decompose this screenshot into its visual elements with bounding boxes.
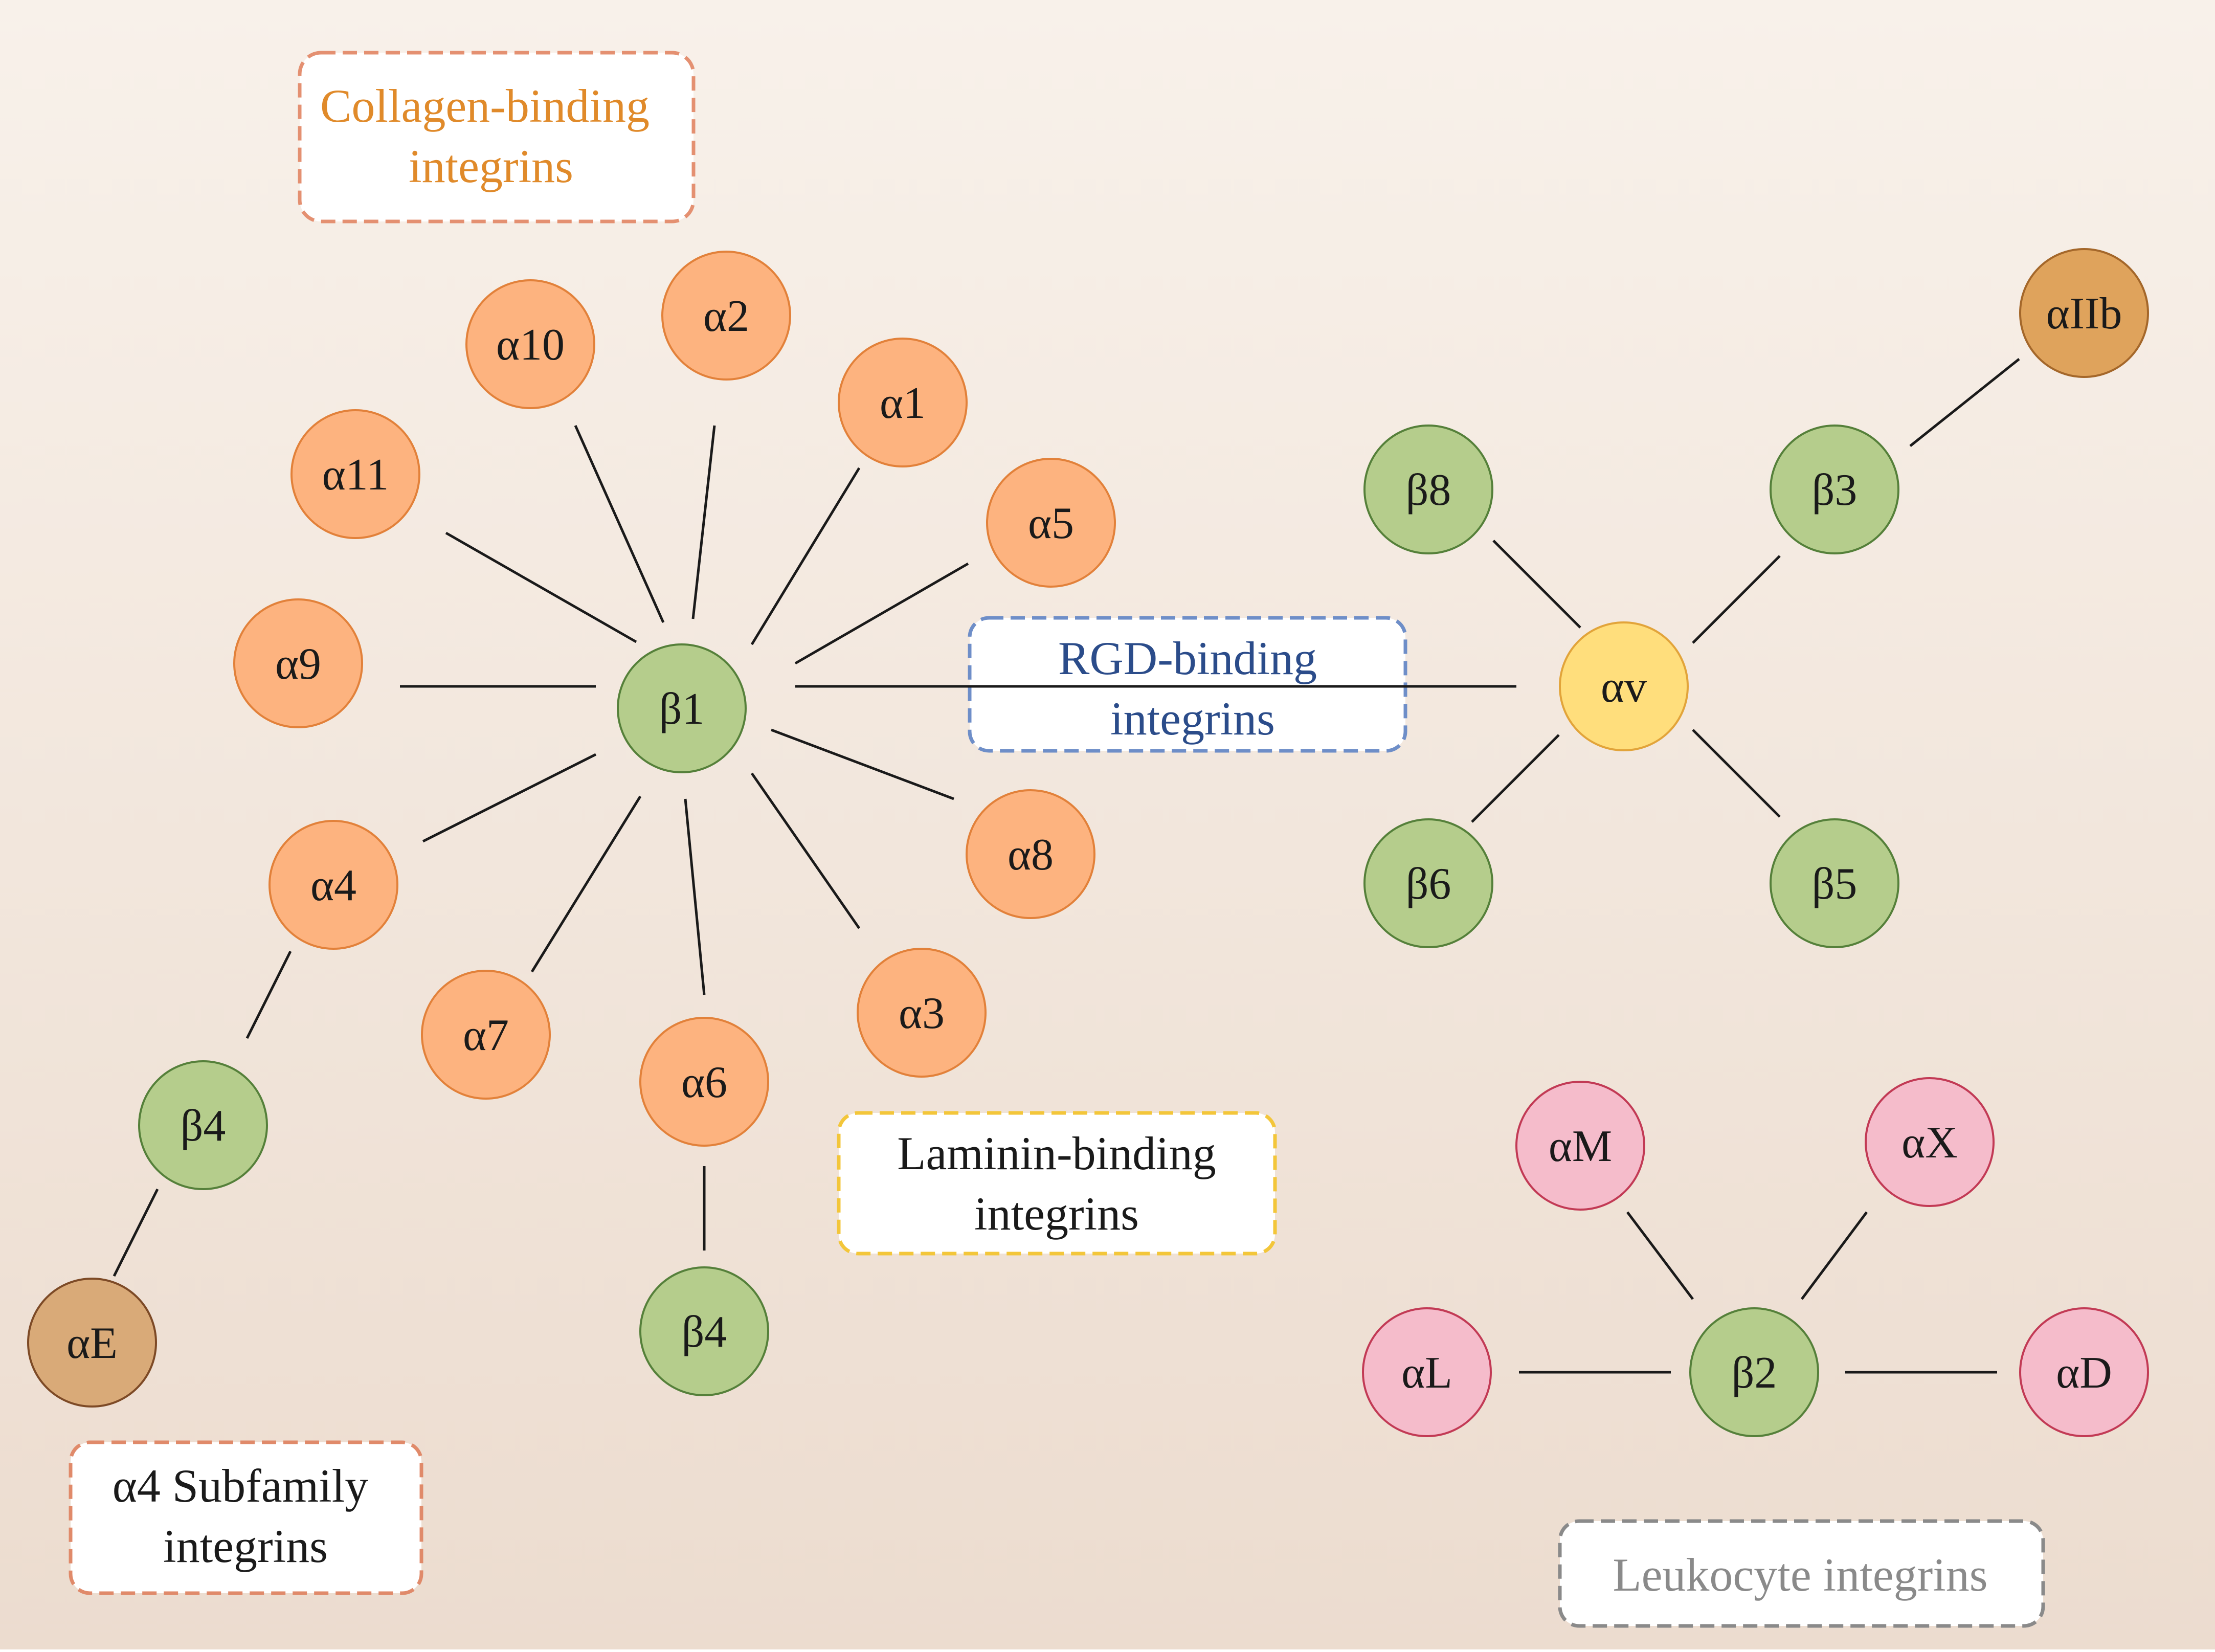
node-alphaL-label: αL <box>1401 1348 1452 1398</box>
alpha4-label-line2: integrins <box>163 1520 328 1572</box>
node-beta6: β6 <box>1363 818 1493 948</box>
collagen-label-line1: Collagen-binding <box>320 80 650 132</box>
node-alphaE-label: αE <box>66 1319 118 1368</box>
node-alpha1: α1 <box>838 338 968 467</box>
alpha4-label-line1: α4 Subfamily <box>113 1460 369 1512</box>
edge-b1-a2 <box>691 425 716 619</box>
edge-b2-aX <box>1800 1211 1868 1300</box>
edge-av-b8 <box>1492 540 1581 629</box>
node-beta6-label: β6 <box>1406 859 1451 909</box>
node-alpha2-label: α2 <box>703 292 749 341</box>
node-alpha5: α5 <box>986 458 1116 588</box>
edge-av-b3 <box>1692 555 1781 644</box>
edge-b1-a3 <box>750 772 861 929</box>
node-beta3: β3 <box>1770 425 1899 554</box>
node-alphaX: αX <box>1865 1077 1995 1207</box>
node-alpha4-label: α4 <box>310 861 356 910</box>
edge-b1-a8 <box>771 728 954 800</box>
edge-b1-a4 <box>422 753 597 843</box>
node-beta4-left-label: β4 <box>181 1101 226 1151</box>
laminin-binding-label: Laminin-binding integrins <box>837 1111 1277 1256</box>
node-alphaD: αD <box>2019 1307 2149 1437</box>
rgd-binding-label: RGD-binding integrins <box>968 616 1407 753</box>
node-alphaL: αL <box>1362 1307 1492 1437</box>
node-beta2-label: β2 <box>1732 1348 1777 1398</box>
node-alpha10: α10 <box>465 279 595 409</box>
edge-b1-a5 <box>794 562 969 665</box>
node-alphav-label: αv <box>1601 662 1647 712</box>
edge-b2-aM <box>1626 1211 1694 1300</box>
node-alpha10-label: α10 <box>496 320 565 370</box>
node-alpha4: α4 <box>269 820 398 950</box>
node-beta8: β8 <box>1363 425 1493 554</box>
laminin-label-line2: integrins <box>974 1188 1139 1240</box>
node-alphaX-label: αX <box>1901 1118 1958 1168</box>
collagen-label-line2: integrins <box>409 140 573 192</box>
node-beta4-mid-label: β4 <box>682 1307 727 1357</box>
node-alphaIIb: αIIb <box>2019 248 2149 378</box>
node-alpha5-label: α5 <box>1028 499 1074 548</box>
node-alpha1-label: α1 <box>880 378 926 428</box>
edge-a4-b4 <box>245 950 292 1039</box>
edge-b4-aE <box>113 1188 159 1277</box>
node-beta8-label: β8 <box>1406 465 1451 515</box>
node-alphaD-label: αD <box>2056 1348 2112 1398</box>
node-alpha11-label: α11 <box>322 450 389 500</box>
node-alphaE: αE <box>27 1278 157 1408</box>
node-alpha7: α7 <box>421 970 551 1100</box>
node-alphaM-label: αM <box>1549 1122 1612 1171</box>
node-alpha11: α11 <box>290 409 420 539</box>
edge-b1-a7 <box>530 795 642 973</box>
edge-b1-a10 <box>574 425 665 623</box>
node-alpha8: α8 <box>966 789 1095 919</box>
node-alphaIIb-label: αIIb <box>2046 289 2122 339</box>
edge-av-b5 <box>1692 729 1781 818</box>
node-alpha3: α3 <box>857 948 987 1078</box>
node-beta4-alpha4-branch: β4 <box>138 1060 268 1190</box>
node-alpha6-label: α6 <box>681 1058 727 1107</box>
node-alpha6: α6 <box>639 1017 769 1147</box>
edge-b1-a1 <box>750 467 861 645</box>
node-beta5-label: β5 <box>1812 859 1858 909</box>
laminin-label-line1: Laminin-binding <box>897 1127 1216 1179</box>
node-alpha9-label: α9 <box>275 639 321 689</box>
node-beta3-label: β3 <box>1812 465 1858 515</box>
node-alpha7-label: α7 <box>463 1011 509 1060</box>
node-alphav: αv <box>1559 621 1689 751</box>
node-beta2: β2 <box>1689 1307 1819 1437</box>
edge-b1-a11 <box>445 531 637 643</box>
rgd-label-line2: integrins <box>1110 693 1275 745</box>
leukocyte-label: Leukocyte integrins <box>1558 1519 2045 1628</box>
node-alpha9: α9 <box>233 598 363 728</box>
rgd-label-line1: RGD-binding <box>1058 632 1317 684</box>
edge-b3-aIIb <box>1909 358 2020 447</box>
node-beta5: β5 <box>1770 818 1899 948</box>
alpha4-subfamily-label: α4 Subfamily integrins <box>69 1440 423 1595</box>
edge-b1-a6 <box>684 798 706 995</box>
node-alpha3-label: α3 <box>899 989 945 1038</box>
node-beta4-alpha6-branch: β4 <box>639 1266 769 1396</box>
edge-av-b6 <box>1471 734 1560 823</box>
node-beta1: β1 <box>617 643 747 773</box>
collagen-binding-label: Collagen-binding integrins <box>298 51 696 224</box>
node-alpha2: α2 <box>661 251 791 381</box>
connector-lines <box>113 358 2020 1374</box>
node-alphaM: αM <box>1515 1081 1645 1211</box>
node-alpha8-label: α8 <box>1008 830 1054 880</box>
leukocyte-label-text: Leukocyte integrins <box>1613 1549 1987 1601</box>
node-beta1-label: β1 <box>659 684 705 734</box>
